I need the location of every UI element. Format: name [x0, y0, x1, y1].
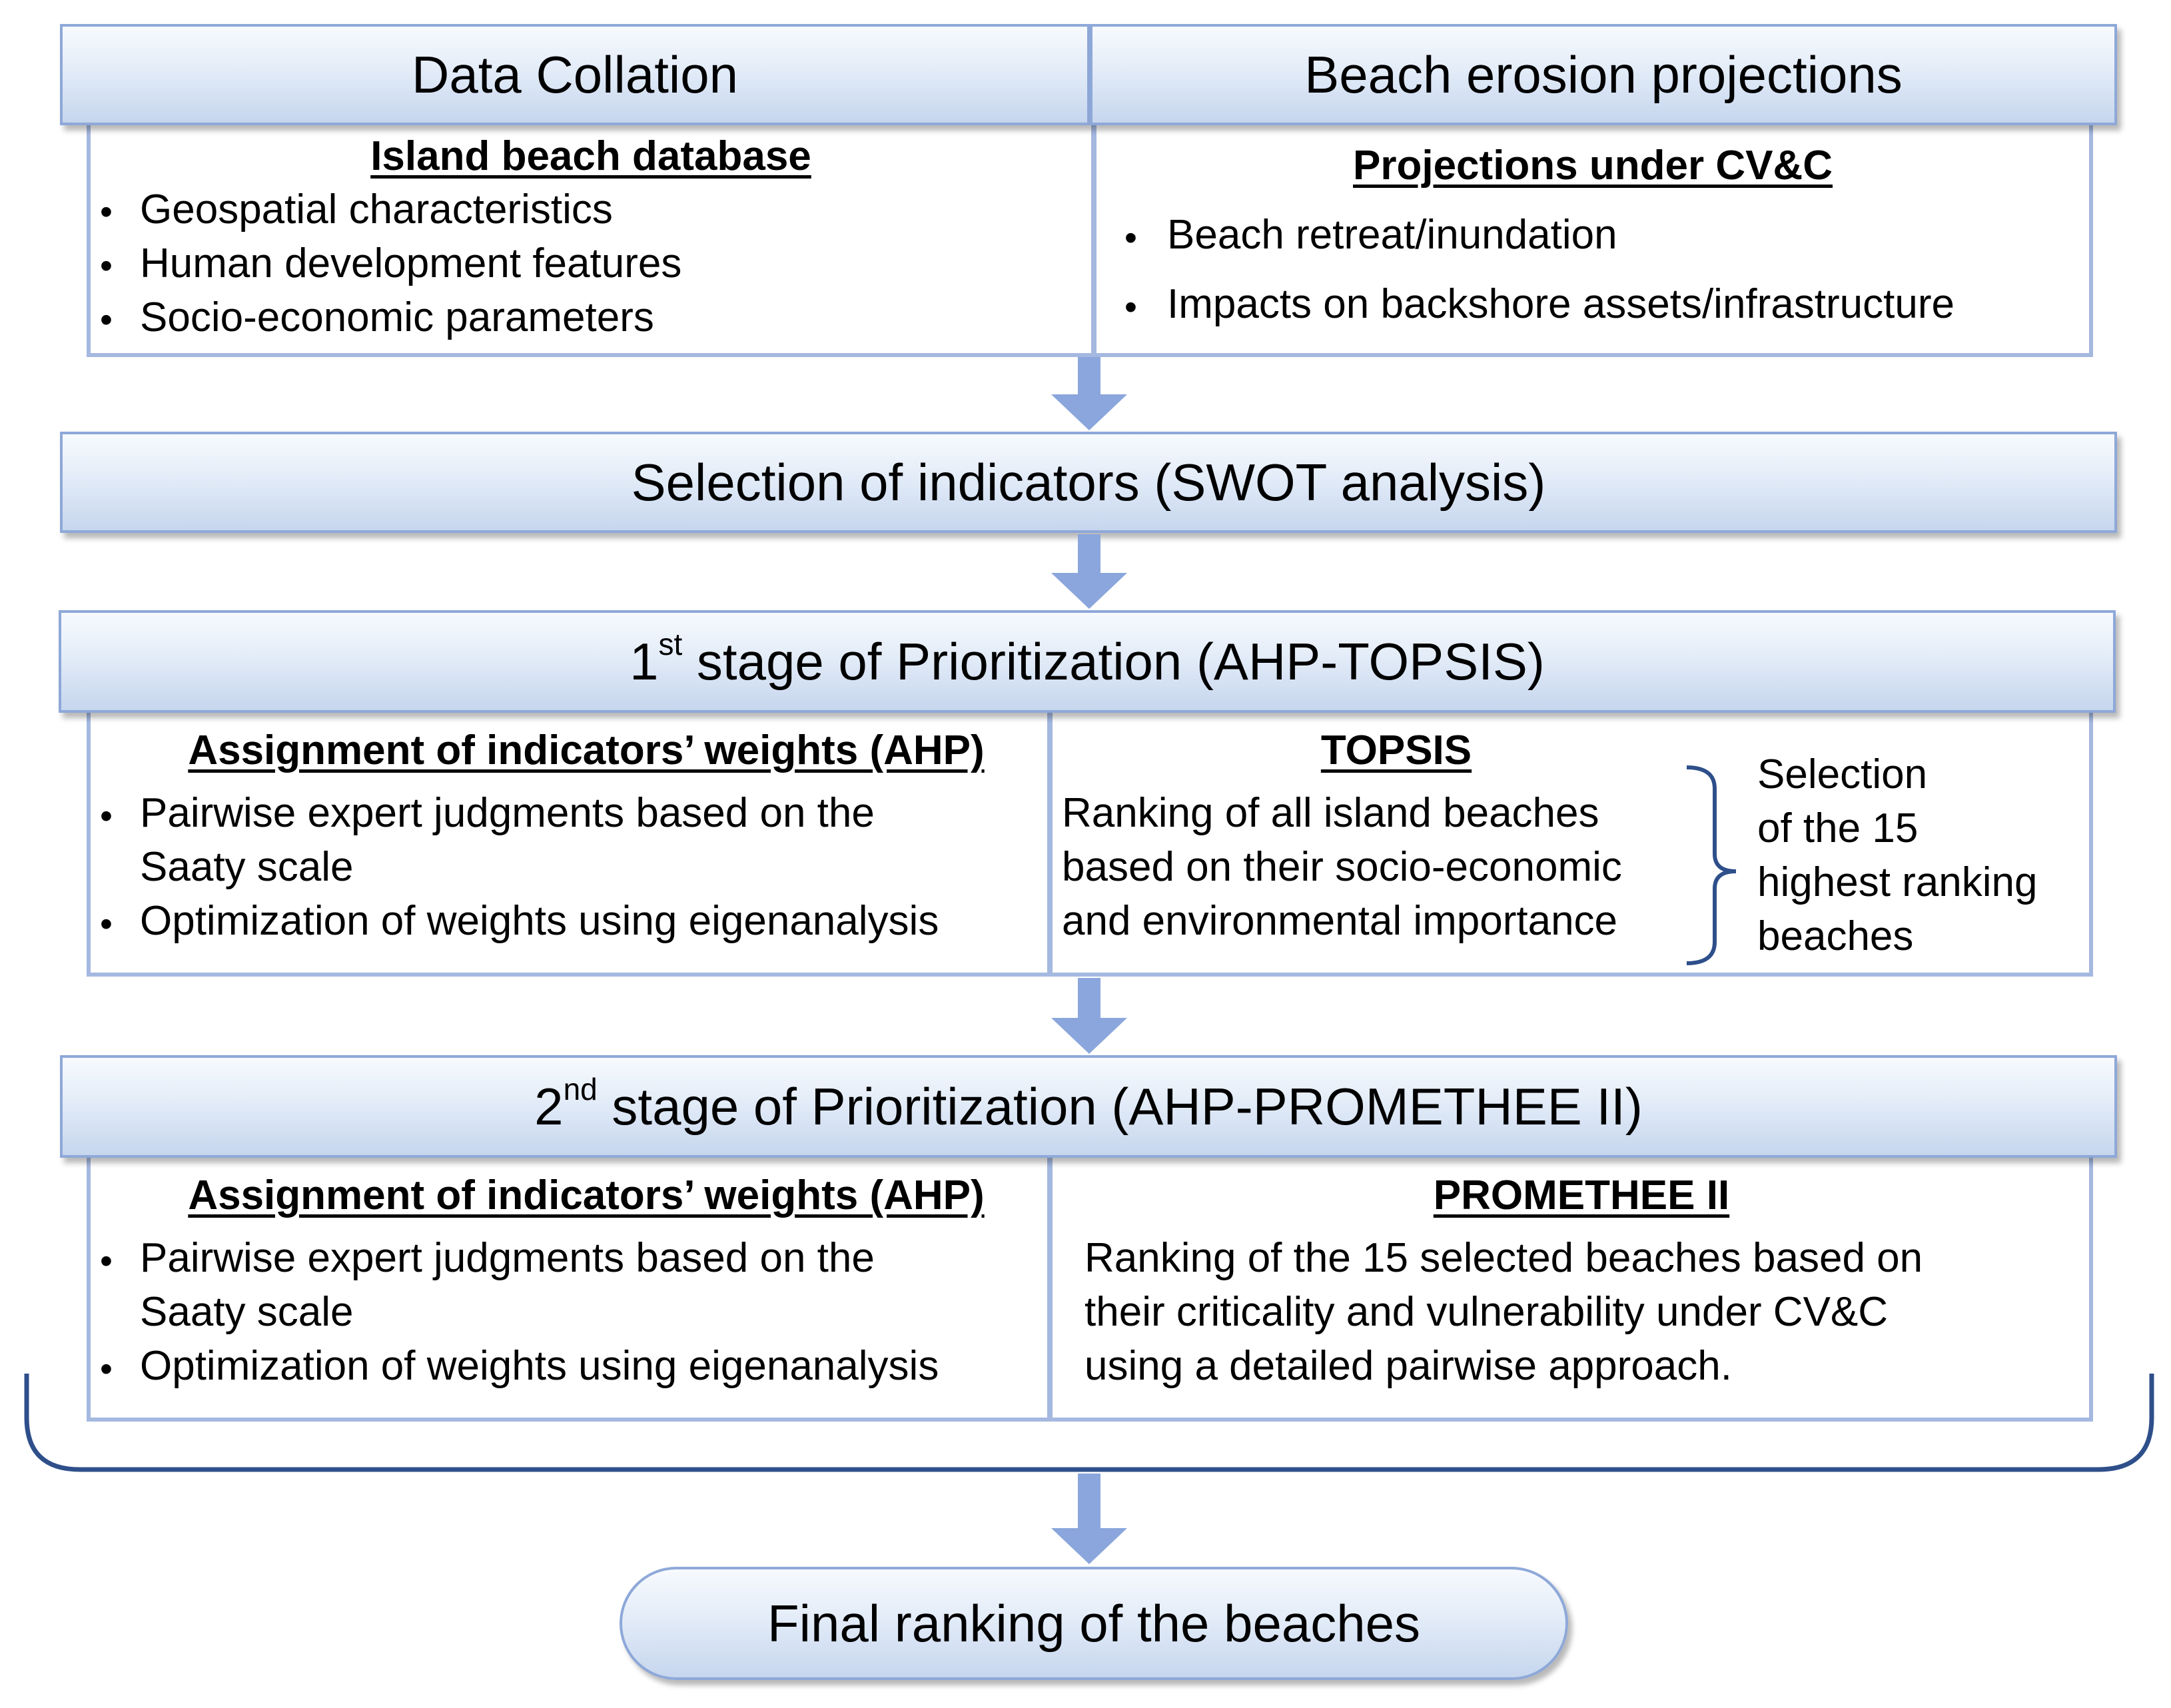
island-beach-database-subtitle: Island beach database: [370, 133, 811, 179]
be-item-1: Beach retreat/inundation: [1167, 212, 1617, 258]
stage1-right-box: [1049, 707, 2093, 977]
bullet-icon: •: [1124, 218, 1137, 258]
selection-15-line-1: Selection: [1757, 751, 1928, 797]
bullet-icon: •: [100, 1241, 113, 1281]
bullet-icon: •: [100, 904, 113, 944]
bullet-icon: •: [100, 300, 113, 340]
stage1-left-item2: Optimization of weights using eigenanaly…: [140, 898, 939, 944]
bullet-icon: •: [100, 796, 113, 836]
beach-erosion-box: [1092, 119, 2093, 357]
topsis-line-2: based on their socio-economic: [1062, 844, 1622, 890]
be-item-2: Impacts on backshore assets/infrastructu…: [1167, 281, 1954, 327]
selection-of-indicators-header: Selection of indicators (SWOT analysis): [60, 432, 2117, 533]
group-bracket-icon: [24, 1374, 2154, 1472]
topsis-subtitle: TOPSIS: [1320, 727, 1472, 773]
bullet-icon: •: [100, 1349, 113, 1389]
final-ranking-title: Final ranking of the beaches: [767, 1593, 1420, 1653]
promethee-line-2: their criticality and vulnerability unde…: [1085, 1289, 1889, 1335]
stage1-title: 1st stage of Prioritization (AHP-TOPSIS): [630, 626, 1545, 691]
bullet-icon: •: [1124, 287, 1137, 327]
stage2-ahp-subtitle: Assignment of indicators’ weights (AHP): [188, 1172, 985, 1218]
promethee-line-3: using a detailed pairwise approach.: [1085, 1343, 1732, 1389]
data-collation-title: Data Collation: [412, 45, 738, 104]
dc-item-2: Human development features: [140, 240, 682, 286]
beach-erosion-title: Beach erosion projections: [1304, 45, 1903, 104]
selection-15-line-2: of the 15: [1757, 805, 1919, 851]
stage2-left-box: [87, 1152, 1051, 1422]
stage1-left-item1-line1: Pairwise expert judgments based on the: [140, 790, 875, 836]
selection-title: Selection of indicators (SWOT analysis): [631, 452, 1546, 512]
stage2-right-box: [1049, 1152, 2093, 1422]
promethee-subtitle: PROMETHEE II: [1433, 1172, 1730, 1218]
curly-bracket-icon: [1686, 765, 1737, 965]
dc-item-1: Geospatial characteristics: [140, 187, 613, 232]
selection-15-line-4: beaches: [1757, 913, 1914, 959]
stage2-left-item1-line2: Saaty scale: [140, 1289, 354, 1335]
selection-15-line-3: highest ranking: [1757, 859, 2038, 905]
stage2-left-item2: Optimization of weights using eigenanaly…: [140, 1343, 939, 1389]
stage1-left-item1-line2: Saaty scale: [140, 844, 354, 890]
topsis-line-3: and environmental importance: [1062, 898, 1618, 944]
bullet-icon: •: [100, 246, 113, 286]
arrow-down-icon: [1051, 357, 1127, 430]
dc-item-3: Socio-economic parameters: [140, 294, 654, 340]
topsis-line-1: Ranking of all island beaches: [1062, 790, 1599, 836]
final-ranking-box: Final ranking of the beaches: [620, 1567, 1568, 1680]
arrow-down-icon: [1051, 534, 1127, 609]
bullet-icon: •: [100, 192, 113, 232]
beach-erosion-header: Beach erosion projections: [1090, 24, 2117, 125]
promethee-line-1: Ranking of the 15 selected beaches based…: [1085, 1235, 1923, 1281]
data-collation-header: Data Collation: [60, 24, 1090, 125]
stage1-header: 1st stage of Prioritization (AHP-TOPSIS): [59, 610, 2116, 713]
projections-subtitle: Projections under CV&C: [1353, 143, 1833, 189]
stage2-left-item1-line1: Pairwise expert judgments based on the: [140, 1235, 875, 1281]
stage1-ahp-subtitle: Assignment of indicators’ weights (AHP): [188, 727, 985, 773]
stage2-header: 2nd stage of Prioritization (AHP-PROMETH…: [60, 1055, 2117, 1158]
stage2-title: 2nd stage of Prioritization (AHP-PROMETH…: [534, 1071, 1643, 1136]
arrow-down-icon: [1051, 1474, 1127, 1564]
arrow-down-icon: [1051, 978, 1127, 1054]
